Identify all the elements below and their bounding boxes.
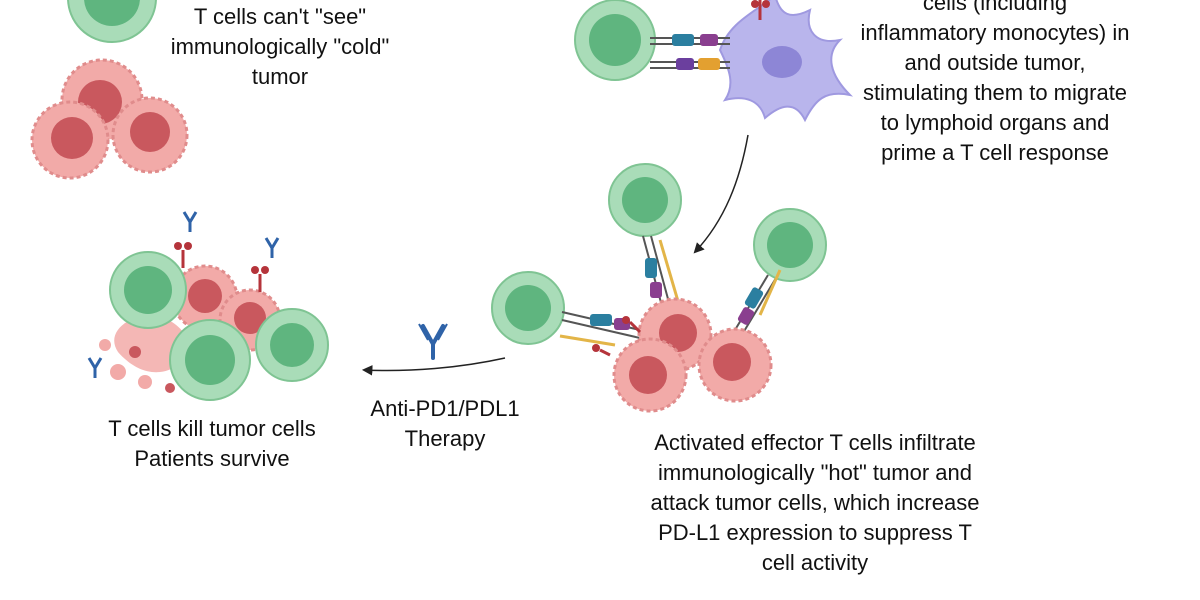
- t-cell-icon: [169, 319, 251, 401]
- hot-tumor-line: Activated effector T cells infiltrate: [654, 430, 976, 455]
- hot-tumor-line: attack tumor cells, which increase: [650, 490, 980, 515]
- vaccine-effect-line: cells (including: [922, 0, 1068, 15]
- tumor-cell-icon: [697, 327, 773, 403]
- therapy-line: Therapy: [404, 426, 486, 451]
- t-cell-icon: [255, 308, 329, 382]
- pd1-receptor-icon: [174, 242, 269, 292]
- dendritic-cell-icon: [718, 0, 854, 123]
- outcome-line: T cells kill tumor cells: [108, 416, 316, 441]
- t-cell-icon: [574, 0, 656, 81]
- t-cell-icon: [67, 0, 157, 43]
- tcr-pdl1-connector-icon: [642, 235, 682, 311]
- cold-tumor-group: [30, 0, 189, 180]
- cold-tumor-line: immunologically "cold": [170, 34, 390, 59]
- pd1-receptor-icon: [592, 316, 642, 357]
- therapy-label: Anti-PD1/PDL1 Therapy: [345, 394, 545, 454]
- therapy-arrow: [361, 357, 506, 376]
- outcome-label: T cells kill tumor cells Patients surviv…: [72, 414, 352, 474]
- antibody-icon: [87, 357, 103, 378]
- hot-tumor-line: PD-L1 expression to suppress T: [658, 520, 972, 545]
- tumor-cell-icon: [612, 337, 688, 413]
- t-cell-icon: [753, 208, 827, 282]
- t-cell-icon: [491, 271, 565, 345]
- t-cell-icon: [109, 251, 187, 329]
- cold-tumor-label: T cells can't "see" immunologically "col…: [165, 2, 395, 92]
- hot-tumor-group: [491, 163, 827, 413]
- vaccine-effect-line: prime a T cell response: [881, 140, 1109, 165]
- outcome-group: [87, 211, 329, 401]
- pd1-receptor-icon: [751, 0, 770, 20]
- antibody-icon: [182, 211, 198, 232]
- outcome-line: Patients survive: [134, 446, 290, 471]
- antibody-icon: [264, 237, 280, 258]
- antigen-presentation-group: [574, 0, 854, 123]
- tcr-pdl1-connector-icon: [559, 311, 641, 347]
- hot-tumor-line: immunologically "hot" tumor and: [658, 460, 972, 485]
- tumor-cell-icon: [30, 100, 110, 180]
- therapy-line: Anti-PD1/PDL1: [370, 396, 520, 421]
- t-cell-icon: [608, 163, 682, 237]
- cold-tumor-line: T cells can't "see": [193, 4, 367, 29]
- tcr-mhc-synapse-icon: [650, 34, 730, 70]
- vaccine-effect-line: and outside tumor,: [904, 50, 1086, 75]
- vaccine-effect-label: cells (including inflammatory monocytes)…: [835, 0, 1155, 168]
- vaccine-effect-line: inflammatory monocytes) in: [860, 20, 1130, 45]
- hot-tumor-line: cell activity: [761, 550, 869, 575]
- antibody-icon: [418, 323, 448, 360]
- cold-tumor-line: tumor: [251, 64, 309, 89]
- vaccine-effect-line: stimulating them to migrate: [862, 80, 1128, 105]
- hot-tumor-label: Activated effector T cells infiltrate im…: [600, 428, 1030, 578]
- tcr-pdl1-connector-icon: [734, 269, 782, 334]
- activation-arrow: [693, 134, 749, 254]
- vaccine-effect-line: to lymphoid organs and: [880, 110, 1110, 135]
- tumor-cell-icon: [111, 96, 189, 174]
